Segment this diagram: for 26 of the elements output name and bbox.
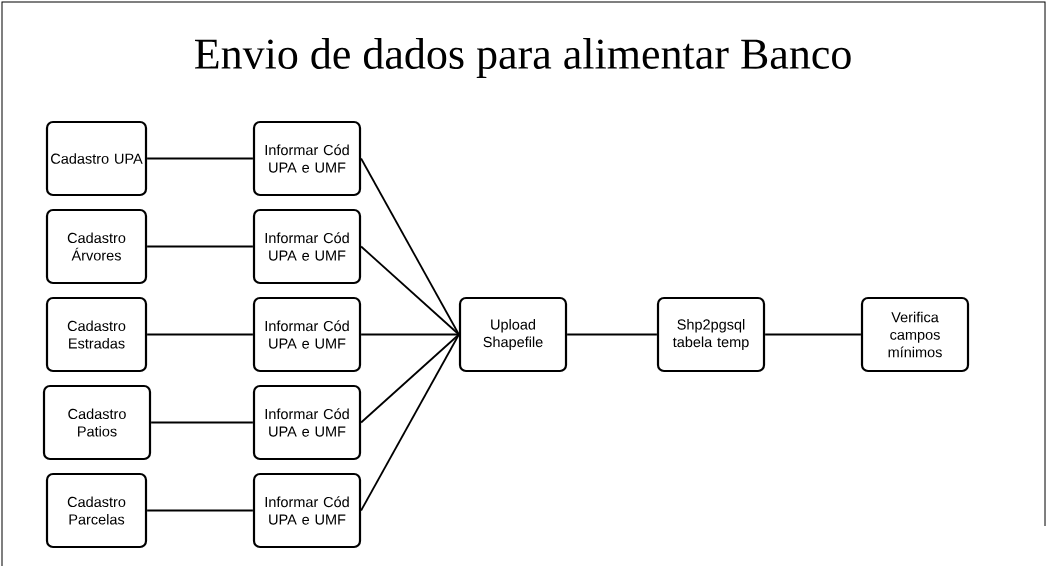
connector-line	[764, 333, 862, 336]
process-box: Verifica campos mínimos	[860, 296, 970, 373]
process-box: Cadastro UPA	[45, 120, 148, 197]
connector-line	[360, 245, 460, 336]
title: Envio de dados para alimentar Banco	[195, 38, 851, 78]
process-box: Cadastro Estradas	[45, 296, 148, 373]
connector-line	[566, 333, 658, 336]
process-box: Shp2pgsql tabela temp	[656, 296, 766, 373]
process-box: Cadastro Patios	[42, 384, 152, 461]
process-box: Informar Cód UPA e UMF	[252, 208, 362, 285]
process-box: Informar Cód UPA e UMF	[252, 296, 362, 373]
connector-line	[360, 333, 460, 512]
connector-line	[360, 333, 460, 424]
process-box: Cadastro Árvores	[45, 208, 148, 285]
process-box: Informar Cód UPA e UMF	[252, 472, 362, 549]
connector-line	[150, 421, 254, 424]
process-box: Informar Cód UPA e UMF	[252, 384, 362, 461]
connector-line	[146, 157, 254, 160]
connector-line	[146, 333, 254, 336]
process-box: Upload Shapefile	[458, 296, 568, 373]
process-box: Cadastro Parcelas	[45, 472, 148, 549]
connector-line	[146, 245, 254, 248]
process-box: Informar Cód UPA e UMF	[252, 120, 362, 197]
connector-line	[360, 333, 460, 336]
connector-line	[146, 509, 254, 512]
connector-line	[360, 157, 460, 336]
